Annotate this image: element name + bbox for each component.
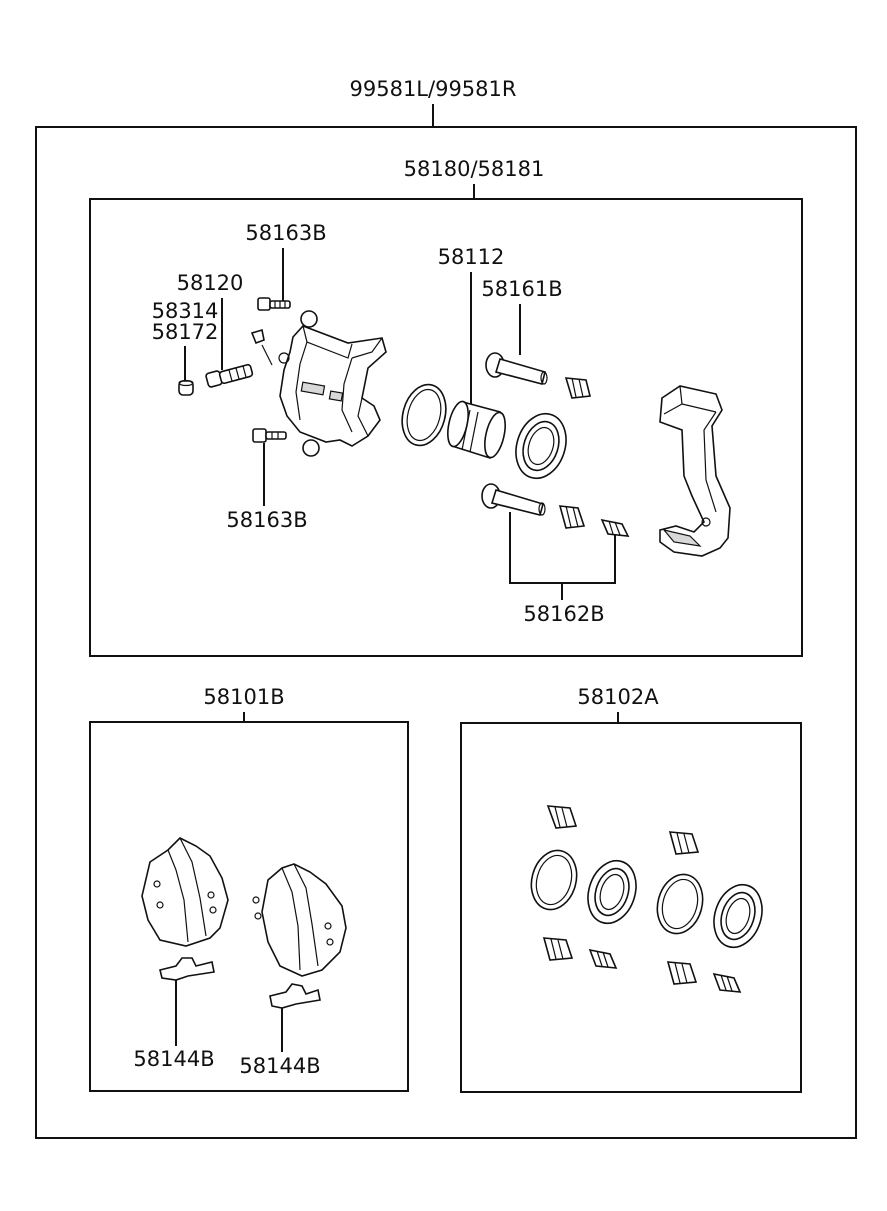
pad-shim-left [159,957,215,981]
outer-kit-group: 99581L/99581R [35,77,857,1139]
caliper-body [278,310,387,457]
small-clip [250,328,273,366]
seal-kit-ring-2 [656,873,704,935]
label-58314: 58314 [152,299,219,323]
seal-kit-ring-1 [530,849,578,911]
guide-pin-bottom [481,483,546,516]
pad-shim-right [269,983,321,1009]
label-58162b: 58162B [523,602,604,626]
seal-kit-sleeve-1 [588,948,618,969]
label-58172: 58172 [152,320,219,344]
brake-pad-right [252,863,347,977]
label-58120: 58120 [177,271,244,295]
label-58144b-right: 58144B [239,1054,320,1078]
seal-kit-dust-boot-2 [713,883,763,949]
brake-pad-left [141,837,229,947]
seal-kit-boot-3 [542,937,574,961]
label-58163b-top: 58163B [245,221,326,245]
bleeder-screw [205,363,254,388]
label-58112: 58112 [438,245,505,269]
pad-kit-frame [89,721,409,1092]
seal-kit-frame [460,722,802,1093]
seal-kit-boot-1 [546,805,578,829]
leader-58162b [509,512,616,600]
seal-kit-boot-4 [666,961,698,985]
dust-boot [515,412,567,480]
pin-boot-bottom [558,505,586,529]
seal-kit-dust-boot-1 [587,859,637,925]
caliper-bolt-bottom [252,428,287,443]
caliper-assembly-group: 58180/58181 58163B 58120 58314 58172 581… [89,157,803,657]
seal-kit-sleeve-2 [712,972,742,993]
label-58161b: 58161B [481,277,562,301]
pad-kit-label: 58101B [203,685,284,709]
caliper-assembly-frame [89,198,803,657]
pin-sleeve [600,518,630,537]
seal-kit-label: 58102A [577,685,659,709]
bleeder-cap [178,379,194,396]
caliper-bolt-top [257,297,291,311]
piston-seal [401,383,447,447]
seal-kit-group: 58102A [460,685,802,1093]
caliper-assembly-label: 58180/58181 [404,157,545,181]
outer-kit-label: 99581L/99581R [350,77,517,101]
outer-kit-frame [35,126,857,1139]
label-58144b-left: 58144B [133,1047,214,1071]
guide-pin-top [485,352,548,385]
label-58163b-bottom: 58163B [226,508,307,532]
pin-boot-top [564,377,591,399]
piston [447,400,506,460]
caliper-bracket [659,385,731,557]
seal-kit-boot-2 [668,831,700,855]
pad-kit-group: 58101B 58144B 5814 [89,685,409,1092]
